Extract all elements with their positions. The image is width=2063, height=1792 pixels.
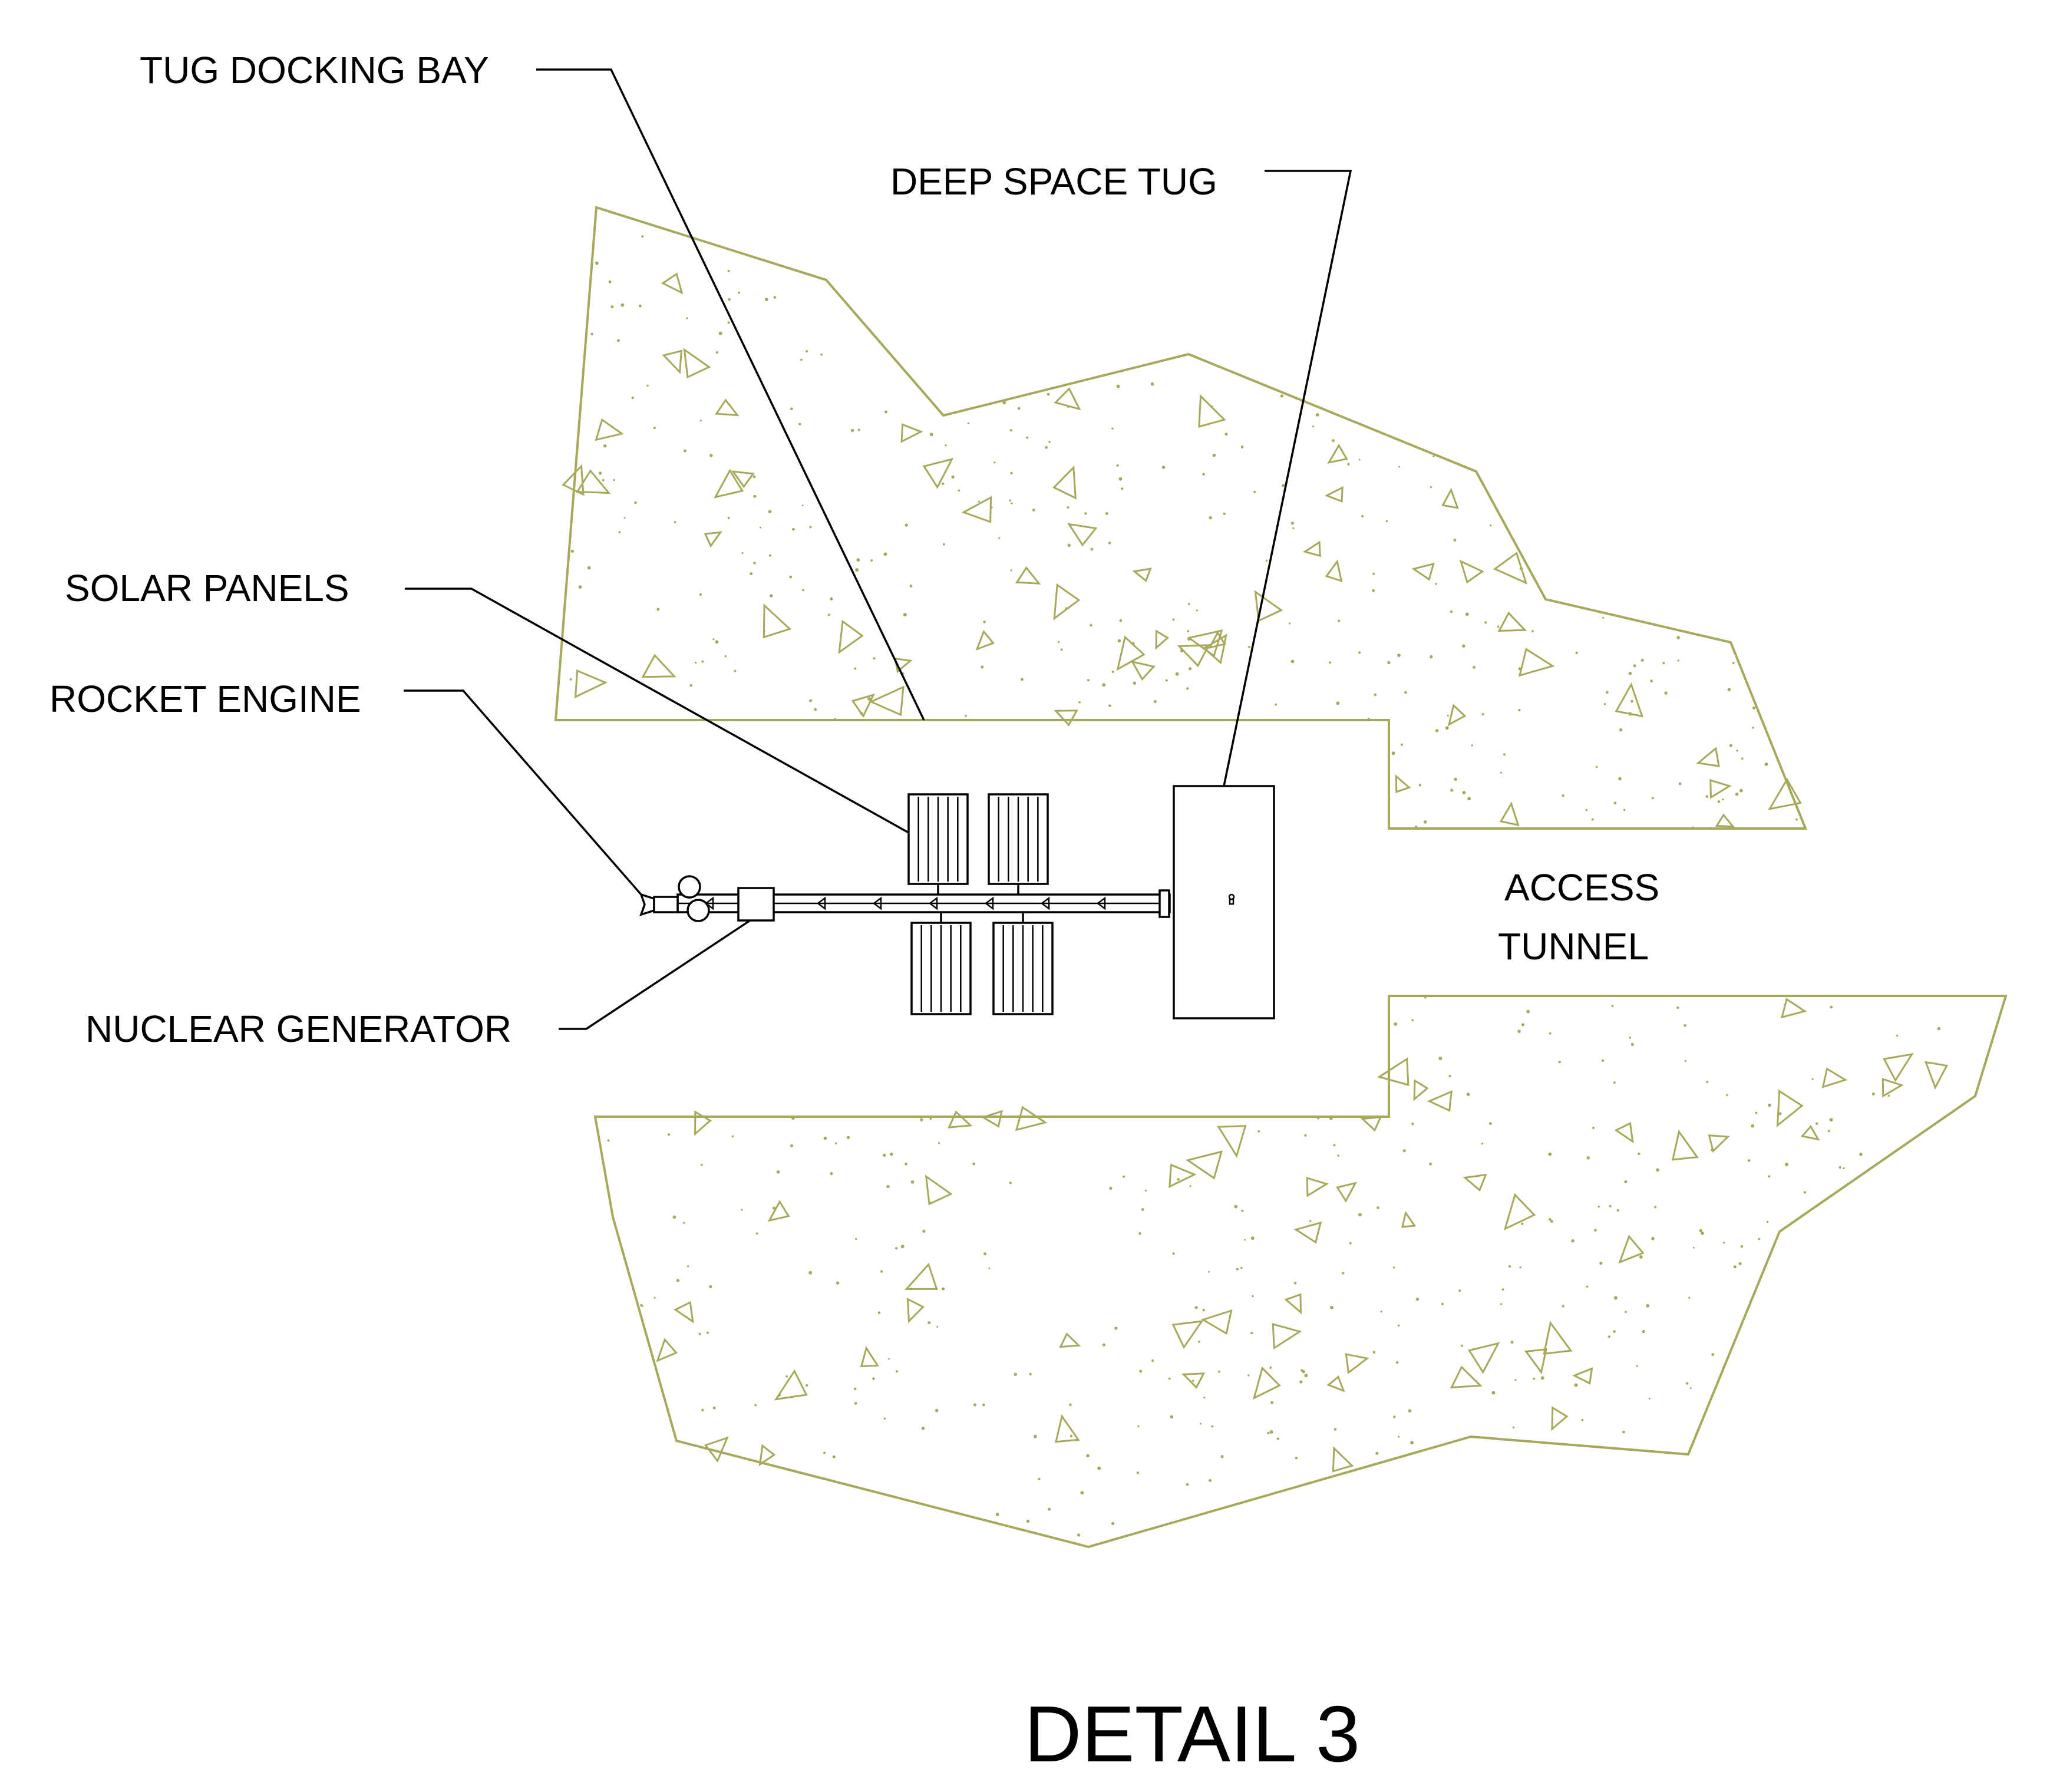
leader-lines [404,68,1352,1030]
label-solar-panels: SOLAR PANELS [65,567,349,609]
label-tug-docking-bay: TUG DOCKING BAY [140,49,489,91]
label-deep-space-tug: DEEP SPACE TUG [890,160,1217,203]
upper-rock-outline [554,206,1807,830]
nuclear-generator-box [737,887,775,922]
label-tunnel: TUNNEL [1498,925,1649,968]
leader-solar-panels [405,588,909,834]
engine-tank-lower [686,899,710,922]
label-access: ACCESS [1504,866,1659,909]
solar-panel-lower-right [992,912,1054,1015]
spacecraft [639,785,1275,1019]
lower-rock-texture [607,996,1949,1537]
tug-port-icon [1228,893,1235,905]
deep-space-tug-body [1173,785,1275,1019]
label-nuclear-generator: NUCLEAR GENERATOR [85,1008,511,1050]
solar-panel-lower-left [910,912,972,1015]
rocket-engine-nozzle [639,893,655,916]
drawing-title: DETAIL 3 [1024,1689,1360,1778]
rocket-engine-assembly [639,875,710,922]
upper-rock-mass [554,206,1807,830]
leader-tug-docking-bay [536,68,925,721]
lower-rock-outline [593,995,2008,1549]
engine-tank-upper [678,875,701,899]
solar-panel-upper-right [988,793,1049,895]
solar-panel-upper-left [907,793,969,895]
upper-rock-texture [562,235,1802,830]
lower-rock-mass [593,995,2008,1549]
docking-collar [1158,889,1170,918]
leader-deep-space-tug [1223,170,1352,787]
leader-nuclear-generator [559,919,751,1030]
label-rocket-engine: ROCKET ENGINE [49,678,361,720]
leader-rocket-engine [404,689,642,896]
solar-panel-array [907,793,1054,1015]
